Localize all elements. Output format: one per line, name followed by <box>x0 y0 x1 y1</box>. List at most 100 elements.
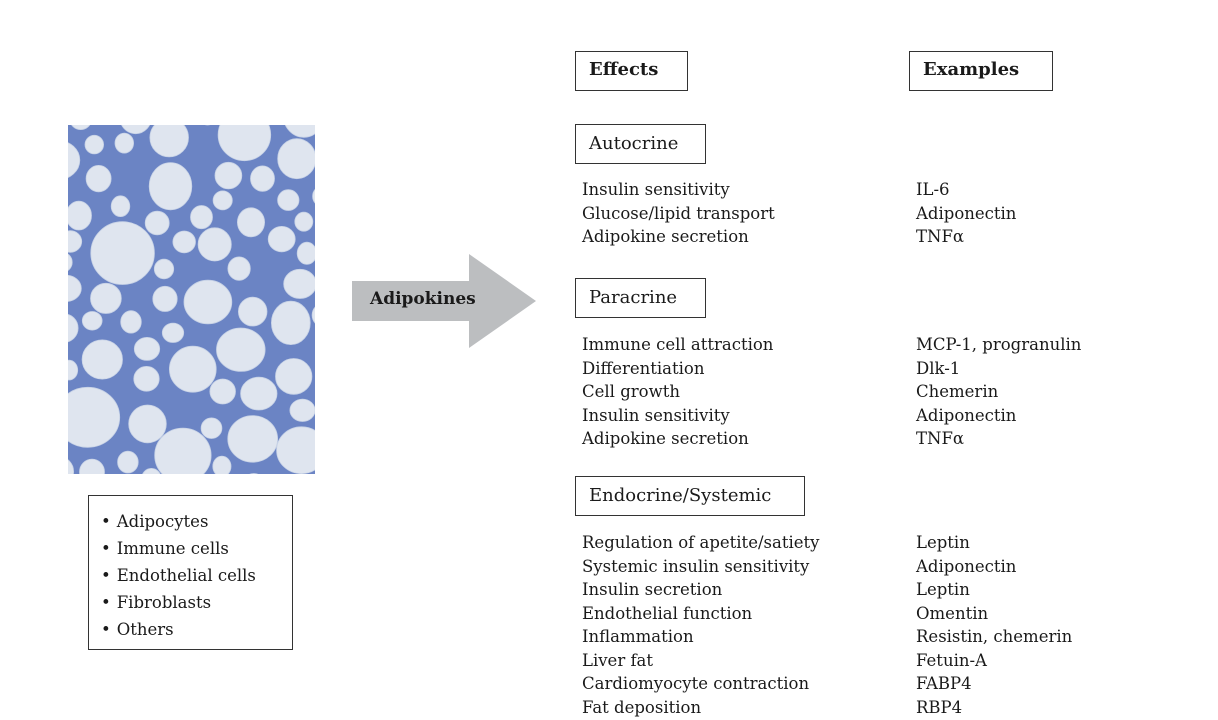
example-item: TNFα <box>916 429 965 448</box>
adipocyte-cell <box>283 268 315 299</box>
adipocyte-cell <box>250 165 275 192</box>
effect-item: Systemic insulin sensitivity <box>582 556 810 576</box>
adipocyte-cell <box>277 189 300 211</box>
effect-item: Adipokine secretion <box>582 227 749 246</box>
adipocyte-cell <box>149 125 189 158</box>
example-item: Fetuin-A <box>916 650 987 670</box>
adipocyte-cell <box>68 230 83 253</box>
effect-item: Cell growth <box>582 382 680 401</box>
adipocyte-cell <box>212 455 232 474</box>
effect-item: Inflammation <box>582 627 694 646</box>
adipocyte-cell <box>214 161 243 190</box>
adipocyte-cell <box>296 241 315 265</box>
effect-item: Liver fat <box>582 650 654 670</box>
effect-item: Regulation of apetite/satiety <box>582 533 820 552</box>
adipocyte-cell <box>68 359 79 381</box>
example-item: Adiponectin <box>916 405 1017 425</box>
adipocyte-cell <box>237 296 268 327</box>
effect-item: Differentiation <box>582 358 705 378</box>
adipocyte-cell <box>197 227 232 262</box>
adipocyte-cell <box>276 426 315 474</box>
examples-header: Examples <box>909 51 1053 91</box>
example-item: Adiponectin <box>916 203 1017 223</box>
adipocyte-cell <box>227 256 251 281</box>
adipocyte-cell <box>200 417 223 439</box>
example-item: MCP-1, progranulin <box>916 335 1082 354</box>
effect-item: Fat deposition <box>582 697 702 717</box>
adipocyte-cell <box>227 415 279 463</box>
adipocyte-cell <box>114 132 135 154</box>
adipocyte-cell <box>267 226 296 253</box>
adipocyte-cell <box>133 366 160 392</box>
autocrine-effects: Insulin sensitivity Glucose/lipid transp… <box>582 178 775 249</box>
example-item: Adiponectin <box>916 556 1017 576</box>
adipocyte-cell <box>121 125 151 135</box>
paracrine-section-title: Paracrine <box>575 278 706 318</box>
example-item: Leptin <box>916 580 970 599</box>
adipocyte-cell <box>110 195 131 217</box>
adipocyte-cell <box>128 404 167 444</box>
cell-types-list: Adipocytes Immune cells Endothelial cell… <box>88 495 293 650</box>
adipocyte-cell <box>277 138 315 180</box>
example-item: Omentin <box>916 603 989 623</box>
effects-header: Effects <box>575 51 688 91</box>
adipocyte-cell <box>79 458 105 474</box>
adipocyte-cell <box>312 188 315 204</box>
cell-type-item: Adipocytes <box>101 508 292 535</box>
adipocyte-cell <box>120 310 142 334</box>
adipocyte-cell <box>68 274 82 302</box>
adipocyte-cell <box>294 211 314 232</box>
adipocyte-cell <box>172 230 196 254</box>
effect-item: Insulin sensitivity <box>582 405 730 425</box>
example-item: TNFα <box>916 227 965 246</box>
adipocyte-cell <box>209 378 236 405</box>
example-item: RBP4 <box>916 697 963 717</box>
example-item: Chemerin <box>916 382 999 401</box>
adipocyte-cell <box>117 450 139 474</box>
adipocyte-cell <box>152 285 178 312</box>
adipocyte-cell <box>142 468 161 474</box>
adipocyte-cell <box>271 300 311 345</box>
autocrine-examples: IL-6 Adiponectin TNFα <box>916 178 1016 249</box>
adipocyte-cell <box>68 253 73 271</box>
arrow-label: Adipokines <box>370 289 476 309</box>
adipocyte-cell <box>212 190 233 211</box>
effect-item: Insulin sensitivity <box>582 180 730 199</box>
example-item: IL-6 <box>916 180 950 199</box>
cell-type-item: Endothelial cells <box>101 562 292 589</box>
example-item: Resistin, chemerin <box>916 627 1073 646</box>
adipose-tissue-histology-image <box>68 125 315 474</box>
adipocyte-cell <box>311 306 315 324</box>
adipocyte-cell <box>71 125 91 130</box>
example-item: Leptin <box>916 533 970 552</box>
paracrine-effects: Immune cell attraction Differentiation C… <box>582 333 773 451</box>
example-item: FABP4 <box>916 674 972 693</box>
effect-item: Immune cell attraction <box>582 335 774 354</box>
adipocyte-cell <box>161 322 185 343</box>
adipocyte-cell <box>85 164 112 193</box>
adipocyte-cell <box>90 221 155 285</box>
adipokines-arrow <box>352 254 536 348</box>
adipocyte-cell <box>240 376 278 411</box>
adipocyte-cell <box>216 327 266 372</box>
effect-item: Glucose/lipid transport <box>582 203 775 223</box>
endocrine-examples: Leptin Adiponectin Leptin Omentin Resist… <box>916 531 1072 719</box>
effect-item: Adipokine secretion <box>582 429 749 448</box>
adipocyte-cell <box>284 125 315 138</box>
adipocyte-cell <box>183 279 233 325</box>
adipocyte-cell <box>153 258 175 280</box>
effect-item: Endothelial function <box>582 603 753 623</box>
endocrine-section-title: Endocrine/Systemic <box>575 476 805 516</box>
endocrine-effects: Regulation of apetite/satiety Systemic i… <box>582 531 819 719</box>
adipocyte-cell <box>81 339 123 380</box>
adipocyte-cell <box>169 345 217 393</box>
adipocyte-cell <box>81 311 103 331</box>
adipocyte-cell <box>90 282 122 314</box>
adipocyte-cell <box>68 386 121 448</box>
effect-item: Cardiomyocyte contraction <box>582 674 810 693</box>
adipocyte-cell <box>68 200 92 231</box>
example-item: Dlk-1 <box>916 358 961 378</box>
adipocyte-cell <box>148 162 193 211</box>
adipocyte-cell <box>275 358 313 395</box>
adipocyte-cell <box>190 205 213 230</box>
